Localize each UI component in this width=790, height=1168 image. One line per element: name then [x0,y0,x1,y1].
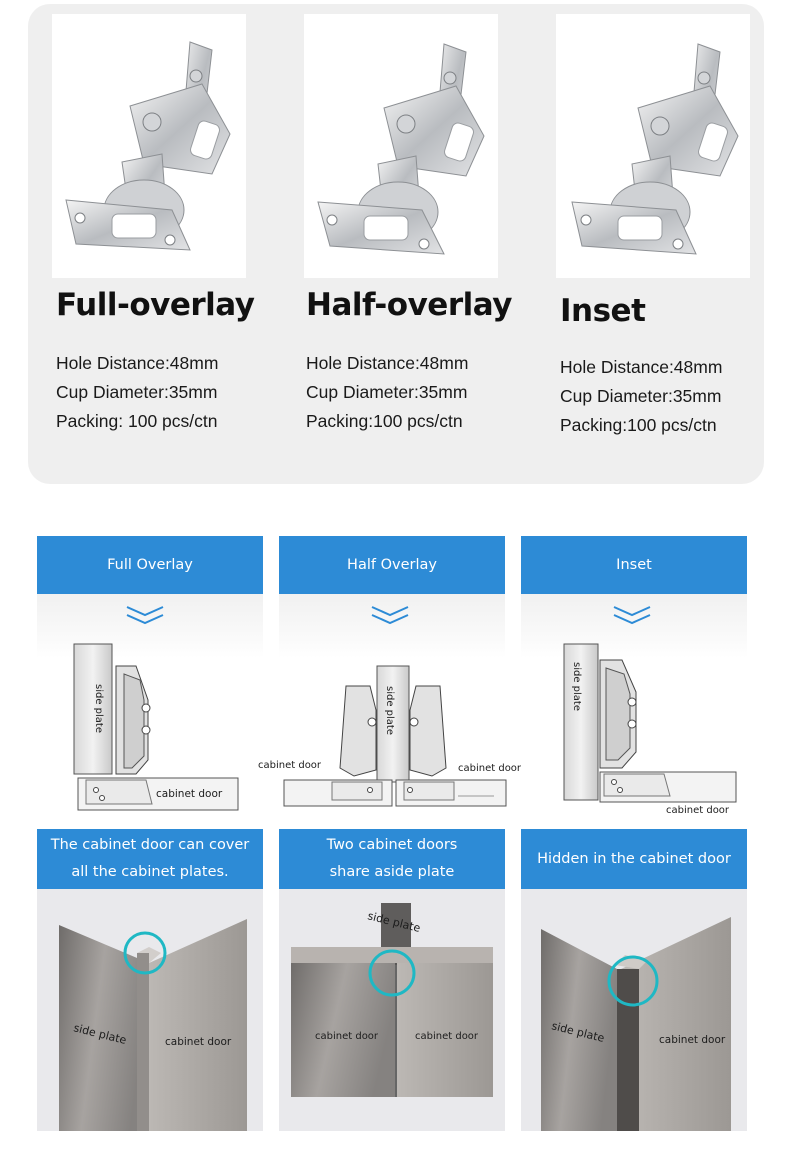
spec-hole-distance: Hole Distance:48mm [560,357,723,377]
hinge-diagram-half-overlay: side plate cabinet door cabinet door [258,640,528,820]
caption-line: The cabinet door can cover [50,837,250,853]
hinge-icon [65,41,231,251]
hinge-photo-half-overlay [304,14,498,278]
side-plate-label: side plate [571,662,582,711]
spec-hole-distance: Hole Distance:48mm [56,353,219,373]
header-fade [279,594,505,658]
cabinet-door-label: cabinet door [156,788,223,800]
side-plate-label: side plate [384,686,395,735]
product-title: Inset [560,293,646,329]
wood-corner-photo-half-overlay: side plate cabinet door cabinet door [279,889,505,1131]
cabinet-door-label: cabinet door [666,805,730,816]
spec-hole-distance: Hole Distance:48mm [306,353,469,373]
hinge-icon [571,43,739,255]
product-title: Half-overlay [306,287,512,323]
chevron-down-double-icon [126,606,164,625]
column-header: Full Overlay [37,536,263,594]
cabinet-door-label: cabinet door [165,1036,232,1048]
caption-line: Two cabinet doors [326,837,458,853]
spec-cup-diameter: Cup Diameter:35mm [306,382,468,402]
caption-line: Hidden in the cabinet door [537,850,731,867]
cabinet-door-label: cabinet door [415,1031,479,1042]
product-specs: Hole Distance:48mm Cup Diameter:35mm Pac… [560,353,722,440]
spec-packing: Packing: 100 pcs/ctn [56,411,218,431]
hinge-diagram-full-overlay: side plate cabinet door [66,640,246,820]
hinge-photo-full-overlay [52,14,246,278]
product-specs: Hole Distance:48mm Cup Diameter:35mm Pac… [306,349,468,436]
hinge-diagram-inset: side plate cabinet door [560,640,740,820]
caption-line: all the cabinet plates. [71,864,229,880]
spec-cup-diameter: Cup Diameter:35mm [560,386,722,406]
column-header: Half Overlay [279,536,505,594]
chevron-down-double-icon [613,606,651,625]
column-caption: Hidden in the cabinet door [521,829,747,889]
column-header: Inset [521,536,747,594]
product-specs: Hole Distance:48mm Cup Diameter:35mm Pac… [56,349,218,436]
cabinet-door-label: cabinet door [315,1031,379,1042]
column-caption: The cabinet door can cover all the cabin… [37,829,263,889]
cabinet-door-label: cabinet door [659,1034,726,1046]
wood-corner-photo-inset: side plate cabinet door [521,889,747,1131]
side-plate-label: side plate [93,684,104,733]
cabinet-door-label: cabinet door [258,760,322,771]
hinge-photo-inset [556,14,750,278]
hinge-icon [317,43,485,255]
product-title: Full-overlay [56,287,255,323]
cabinet-door-label: cabinet door [458,763,522,774]
spec-cup-diameter: Cup Diameter:35mm [56,382,218,402]
spec-packing: Packing:100 pcs/ctn [306,411,463,431]
spec-packing: Packing:100 pcs/ctn [560,415,717,435]
caption-line: share aside plate [329,864,455,880]
chevron-down-double-icon [371,606,409,625]
wood-corner-photo-full-overlay: side plate cabinet door [37,889,263,1131]
header-fade [521,594,747,658]
column-caption: Two cabinet doors share aside plate [279,829,505,889]
